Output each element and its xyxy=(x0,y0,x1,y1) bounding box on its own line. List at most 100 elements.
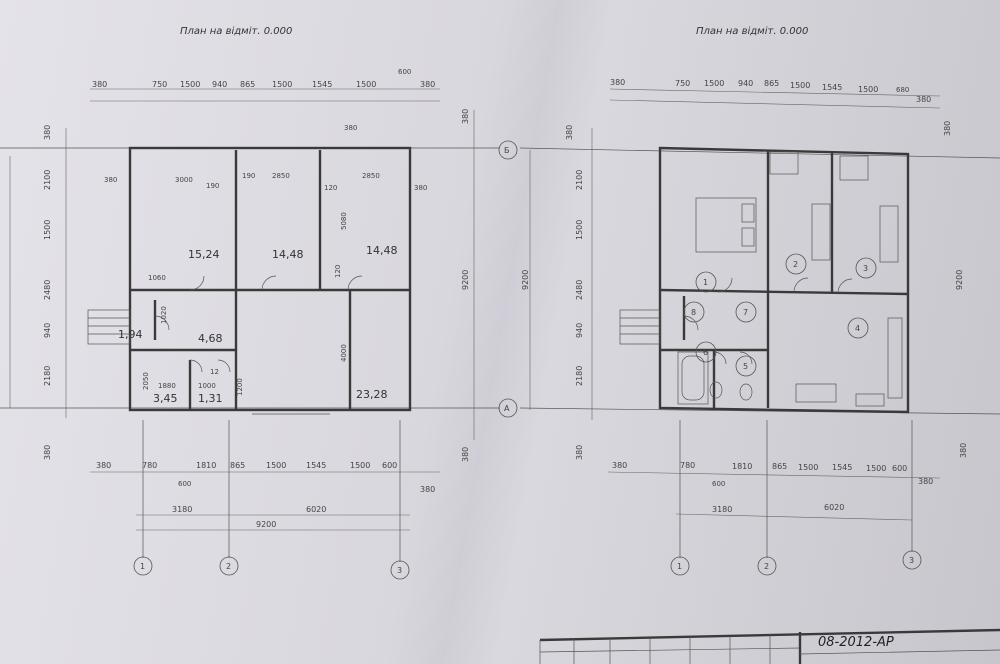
room-number: 7 xyxy=(743,308,748,317)
room-area: 15,24 xyxy=(188,248,220,261)
dim: 865 xyxy=(764,79,779,88)
dim: 2100 xyxy=(575,170,584,190)
dim: 380 xyxy=(420,80,435,89)
room-number: 3 xyxy=(863,264,868,273)
dim: 1545 xyxy=(312,80,332,89)
axis-label: 3 xyxy=(909,556,914,565)
sofa xyxy=(795,383,837,403)
left-plan-title: План на відміт. 0.000 xyxy=(180,25,292,37)
room-number: 4 xyxy=(855,324,860,333)
dim: 120 xyxy=(324,184,337,192)
dim: 940 xyxy=(738,79,753,88)
dim: 865 xyxy=(230,461,245,470)
dim: 380 xyxy=(461,447,470,462)
dim: 600 xyxy=(382,461,397,470)
axis-bubble xyxy=(670,556,690,576)
dim: 750 xyxy=(152,80,167,89)
row-axis-label: Б xyxy=(504,146,510,155)
dim: 865 xyxy=(240,80,255,89)
dim: 380 xyxy=(918,477,933,486)
dim: 380 xyxy=(43,445,52,460)
toilet xyxy=(709,381,723,399)
dim: 1500 xyxy=(43,220,52,240)
dim: 1545 xyxy=(822,83,842,92)
dim: 1500 xyxy=(266,461,286,470)
dim: 9200 xyxy=(256,520,276,529)
dim: 1810 xyxy=(732,462,752,471)
dim: 1810 xyxy=(196,461,216,470)
dim: 380 xyxy=(461,109,470,124)
room-numbers: 1 2 3 4 5 6 7 8 xyxy=(683,253,877,377)
axis-label: 1 xyxy=(140,562,145,571)
dim: 380 xyxy=(43,125,52,140)
axis-bubble xyxy=(902,550,922,570)
dim: 1500 xyxy=(704,79,724,88)
axis-bubble xyxy=(133,556,153,576)
right-side-dims: 380 9200 380 xyxy=(461,109,470,462)
wardrobe xyxy=(879,205,899,263)
right-side-dims: 380 2100 1500 2480 940 2180 380 9200 xyxy=(521,125,584,460)
dim: 865 xyxy=(772,462,787,471)
left-top-dims: 380 750 1500 940 865 1500 1545 1500 380 … xyxy=(92,68,435,89)
dim: 1500 xyxy=(180,80,200,89)
dim: 1000 xyxy=(198,382,216,390)
table xyxy=(855,393,885,407)
dim: 2180 xyxy=(575,366,584,386)
dim: 120 xyxy=(334,265,342,278)
left-side-dims: 380 2100 1500 2480 940 2180 380 xyxy=(43,125,52,460)
left-inner-dims: 380 3000 190 190 2850 120 2850 380 5080 … xyxy=(104,124,427,396)
room-area: 14,48 xyxy=(272,248,304,261)
axis-bubble xyxy=(219,556,239,576)
dim: 3000 xyxy=(175,176,193,184)
dim: 2050 xyxy=(142,372,150,390)
room-number: 8 xyxy=(691,308,696,317)
dim: 380 xyxy=(959,443,968,458)
right-plan: План на відміт. 0.000 380 750 1500 940 8… xyxy=(519,25,1000,576)
drawing-code: 08-2012-АР xyxy=(818,635,894,650)
wardrobe xyxy=(811,203,831,261)
dim: 2480 xyxy=(575,280,584,300)
dim: 380 xyxy=(92,80,107,89)
dim: 380 xyxy=(420,485,435,494)
dim: 1500 xyxy=(798,463,818,472)
dim: 1500 xyxy=(790,81,810,90)
dim: 1200 xyxy=(236,378,244,396)
dim: 380 xyxy=(414,184,427,192)
dim: 1500 xyxy=(866,464,886,473)
right-bottom-dims: 380 780 1810 865 1500 1545 1500 600 380 … xyxy=(612,461,933,514)
axis-bubble xyxy=(390,560,410,580)
axis-label: 2 xyxy=(764,562,769,571)
toilet xyxy=(739,383,753,401)
axis-label: 3 xyxy=(397,566,402,575)
dim: 380 xyxy=(575,445,584,460)
dim: 2850 xyxy=(272,172,290,180)
dim: 780 xyxy=(680,461,695,470)
room-number: 6 xyxy=(703,348,708,357)
room-area: 1,94 xyxy=(118,328,143,341)
room-area: 14,48 xyxy=(366,244,398,257)
bed xyxy=(695,197,757,253)
dim: 12 xyxy=(210,368,219,376)
dim: 600 xyxy=(892,464,907,473)
right-top-dims: 380 750 1500 940 865 1500 1545 1500 680 … xyxy=(610,78,931,104)
dim: 1500 xyxy=(272,80,292,89)
dim: 380 xyxy=(104,176,117,184)
dim: 380 xyxy=(96,461,111,470)
dim: 780 xyxy=(142,461,157,470)
room-number: 5 xyxy=(743,362,748,371)
row-axis-label: А xyxy=(504,404,510,413)
dim: 9200 xyxy=(461,270,470,290)
axis-label: 1 xyxy=(677,562,682,571)
dim: 940 xyxy=(212,80,227,89)
room-area: 1,31 xyxy=(198,392,223,405)
dim: 2850 xyxy=(362,172,380,180)
dim: 9200 xyxy=(955,270,964,290)
dim: 190 xyxy=(206,182,219,190)
dim: 1060 xyxy=(148,274,166,282)
row-axis-bubble xyxy=(498,140,518,160)
dim: 9200 xyxy=(521,270,530,290)
dim: 6020 xyxy=(306,505,326,514)
dim: 1500 xyxy=(575,220,584,240)
dim: 2180 xyxy=(43,366,52,386)
